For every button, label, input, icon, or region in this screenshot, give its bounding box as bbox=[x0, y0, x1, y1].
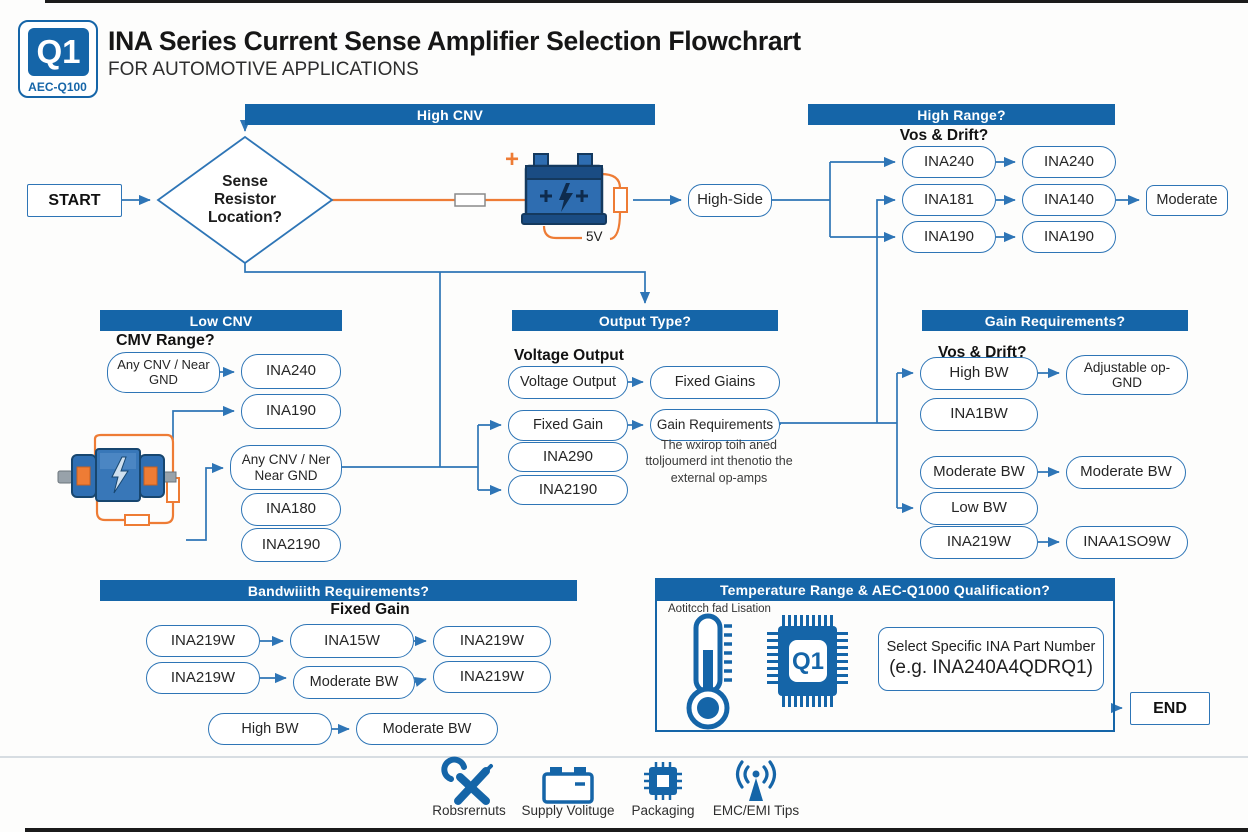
node-ina190: INA190 bbox=[902, 221, 996, 253]
load-resistor-icon bbox=[613, 187, 628, 213]
bottom-border-line bbox=[25, 828, 1248, 832]
node-any-cnv-ner-near-gnd: Any CNV / Ner Near GND bbox=[230, 445, 342, 490]
op-amp-note: The wxirop toih aned ttoljoumerd int the… bbox=[645, 438, 793, 485]
footer-label-tools: Robsrernuts bbox=[432, 803, 506, 818]
node-ina2190: INA2190 bbox=[241, 528, 341, 562]
aec-q100-badge: AEC-Q100 bbox=[28, 79, 87, 94]
tools-icon bbox=[441, 756, 493, 805]
banner-high-cnv: High CNV bbox=[245, 104, 655, 125]
node-ina240: INA240 bbox=[241, 354, 341, 389]
aec-q100-logo: Q1 AEC-Q100 bbox=[18, 20, 98, 98]
motor-resistor-v-icon bbox=[166, 477, 180, 503]
footer-label-supply: Supply Volituge bbox=[521, 803, 615, 818]
node-moderate-bw: Moderate BW bbox=[356, 713, 498, 745]
node-inaa1so9w: INAA1SO9W bbox=[1066, 526, 1188, 559]
banner-output-type: Output Type? bbox=[512, 310, 778, 331]
node-fixed-gain: Fixed Giains bbox=[650, 366, 780, 399]
node-moderate-bw: Moderate BW bbox=[293, 666, 415, 699]
bandwidth-heading: Fixed Gain bbox=[330, 601, 410, 618]
node-ina240: INA240 bbox=[902, 146, 996, 178]
node-ina1bw: INA1BW bbox=[920, 398, 1038, 431]
node-moderate-bw: Moderate BW bbox=[1066, 456, 1186, 489]
footer-divider bbox=[0, 756, 1248, 758]
battery-voltage-label: 5V bbox=[586, 229, 603, 244]
page-subtitle: FOR AUTOMOTIVE APPLICATIONS bbox=[108, 59, 419, 80]
node-gain-requirements: Gain Requirements bbox=[650, 409, 780, 441]
q1-logo-mark: Q1 bbox=[28, 28, 89, 76]
temperature-note: Aotitcch fad Lisation bbox=[668, 603, 771, 615]
node-ina219w: INA219W bbox=[433, 626, 551, 657]
node-fixed-gain: Fixed Gain bbox=[508, 410, 628, 441]
shunt-resistor-icon bbox=[454, 193, 486, 207]
lightning-icon bbox=[111, 456, 129, 494]
banner-high-range: High Range? bbox=[808, 104, 1115, 125]
gain-req-question: Vos & Drift? bbox=[938, 344, 1027, 361]
node-voltage-output: Voltage Output bbox=[508, 366, 628, 399]
node-high-side: High-Side bbox=[688, 184, 772, 217]
battery-icon-footer bbox=[542, 767, 594, 804]
node-any-cnv-near-gnd: Any CNV / Near GND bbox=[107, 352, 220, 393]
footer-label-emc: EMC/EMI Tips bbox=[712, 803, 800, 818]
node-ina15w: INA15W bbox=[290, 624, 414, 658]
banner-bandwidth: Bandwiiith Requirements? bbox=[100, 580, 577, 601]
node-ina190: INA190 bbox=[1022, 221, 1116, 253]
node-moderate-bw: Moderate BW bbox=[920, 456, 1038, 489]
top-border-line bbox=[45, 0, 1248, 3]
node-low-bw: Low BW bbox=[920, 492, 1038, 525]
node-ina219w: INA219W bbox=[920, 526, 1038, 559]
page-title: INA Series Current Sense Amplifier Selec… bbox=[108, 26, 801, 56]
chip-icon-footer bbox=[644, 762, 682, 800]
node-ina181: INA181 bbox=[902, 184, 996, 216]
end-node: END bbox=[1130, 692, 1210, 725]
motor-resistor-h-icon bbox=[124, 514, 150, 526]
node-ina190: INA190 bbox=[241, 394, 341, 429]
node-high-bw: High BW bbox=[208, 713, 332, 745]
node-ina290: INA290 bbox=[508, 442, 628, 472]
node-ina219w: INA219W bbox=[146, 625, 260, 657]
node-high-bw: High BW bbox=[920, 357, 1038, 390]
battery-plus-label: + bbox=[505, 146, 520, 173]
node-ina180: INA180 bbox=[241, 493, 341, 526]
high-side-circuit bbox=[332, 153, 628, 241]
output-type-heading: Voltage Output bbox=[514, 347, 624, 364]
banner-temperature: Temperature Range & AEC-Q1000 Qualificat… bbox=[655, 578, 1115, 601]
motor-icon bbox=[57, 448, 177, 502]
node-ina219w: INA219W bbox=[146, 662, 260, 694]
select-part-number-box: Select Specific INA Part Number (e.g. IN… bbox=[878, 627, 1104, 691]
select-part-line2: (e.g. INA240A4QDRQ1) bbox=[889, 657, 1093, 678]
start-node: START bbox=[27, 184, 122, 217]
motor-circuit bbox=[57, 433, 180, 526]
high-range-question: Vos & Drift? bbox=[899, 127, 989, 144]
node-adjustable-op-gnd: Adjustable op- GND bbox=[1066, 355, 1188, 395]
footer-label-packaging: Packaging bbox=[631, 803, 695, 818]
banner-low-cnv: Low CNV bbox=[100, 310, 342, 331]
low-cnv-question: CMV Range? bbox=[116, 332, 215, 349]
select-part-line1: Select Specific INA Part Number bbox=[886, 639, 1096, 655]
node-ina240: INA240 bbox=[1022, 146, 1116, 178]
battery-icon bbox=[521, 153, 607, 225]
antenna-icon bbox=[735, 760, 777, 801]
node-moderate: Moderate bbox=[1146, 185, 1228, 216]
banner-gain-requirements: Gain Requirements? bbox=[922, 310, 1188, 331]
node-ina219w: INA219W bbox=[433, 661, 551, 693]
lightning-icon bbox=[559, 183, 573, 212]
node-ina2190: INA2190 bbox=[508, 475, 628, 505]
node-ina140: INA140 bbox=[1022, 184, 1116, 216]
diamond-question: Sense Resistor Location? bbox=[207, 173, 283, 226]
